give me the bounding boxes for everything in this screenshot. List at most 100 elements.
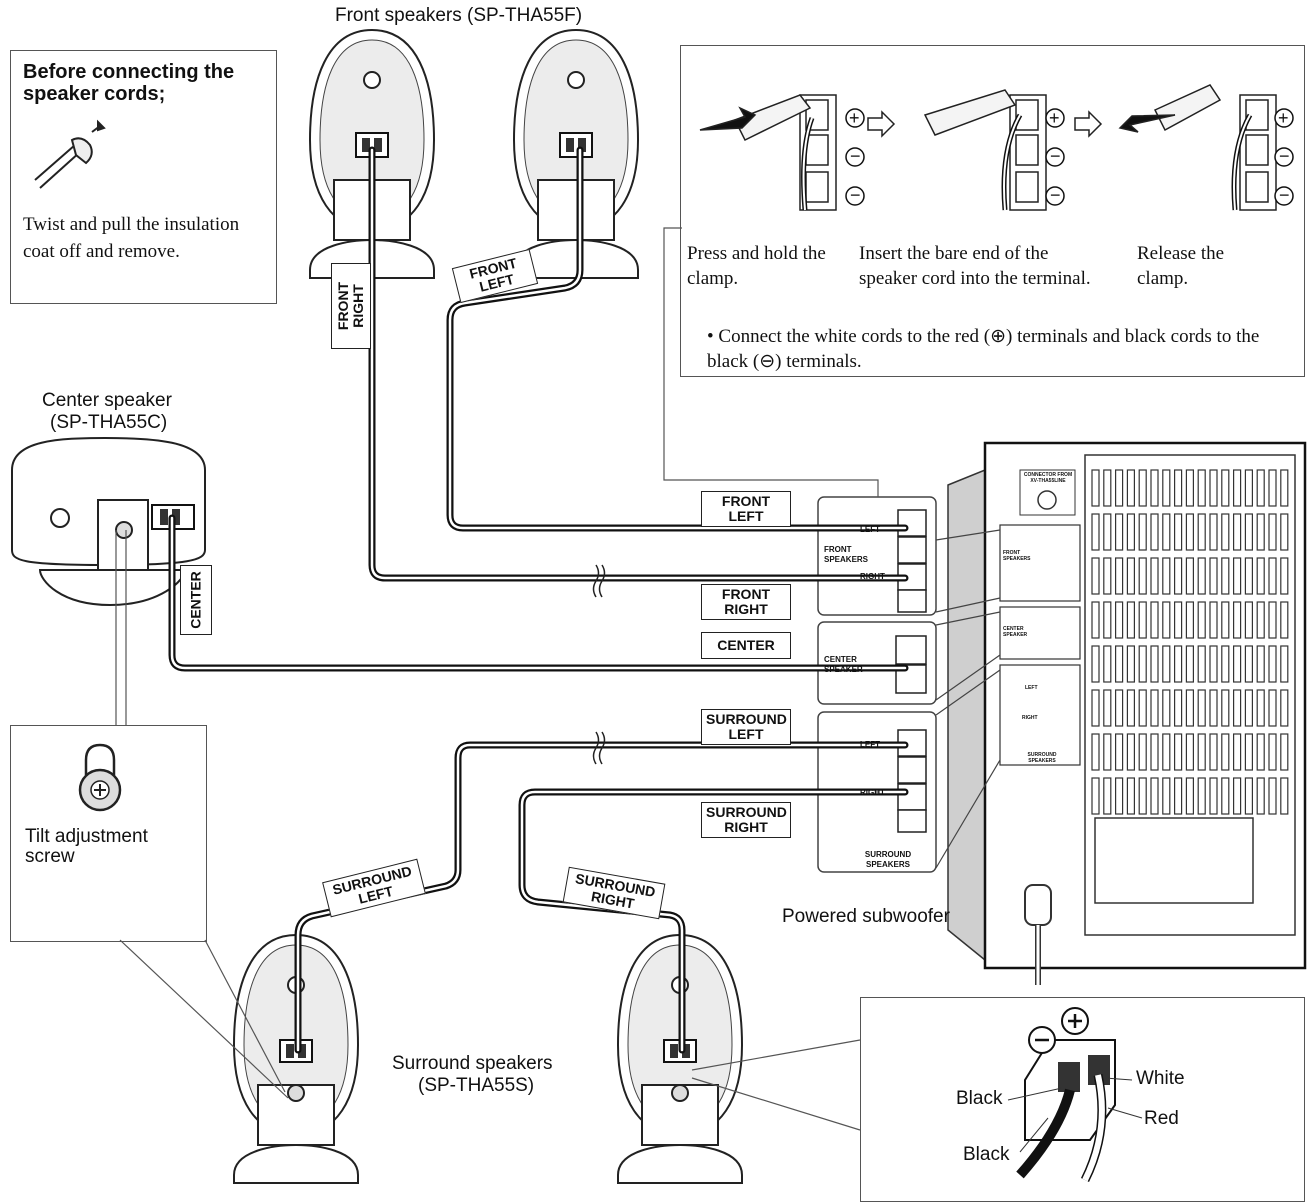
grille-slat	[1209, 689, 1218, 727]
tilt-label-2: screw	[25, 846, 75, 867]
center-speaker-label-2: (SP-THA55C)	[50, 412, 168, 433]
grille-slat	[1114, 777, 1124, 815]
surround-speakers-label-1: Surround speakers	[392, 1053, 553, 1074]
grille-slat	[1268, 513, 1277, 551]
front-right-cord-tag: FRONT RIGHT	[331, 263, 371, 349]
grille-slat	[1138, 733, 1147, 771]
steps-note: • Connect the white cords to the red (⊕)…	[707, 326, 1260, 372]
svg-text:+: +	[1278, 108, 1289, 128]
grille-slat	[1209, 645, 1218, 683]
grille-slat	[1126, 469, 1136, 507]
sub-surround-label: SURROUND SPEAKERS	[1027, 752, 1057, 764]
grille-slat	[1162, 689, 1171, 727]
grille-slat	[1256, 645, 1265, 683]
grille-slat	[1256, 601, 1265, 639]
surround-speakers-label-2: (SP-THA55S)	[418, 1075, 535, 1096]
grille-slat	[1280, 645, 1289, 683]
grille-slat	[1256, 513, 1265, 551]
detail-white: White	[1136, 1068, 1185, 1089]
grille-slat	[1232, 557, 1242, 595]
grille-slat	[1126, 777, 1136, 815]
grille-slat	[1232, 601, 1242, 639]
grille-slat	[1091, 777, 1100, 815]
detail-black-top: Black	[956, 1088, 1003, 1109]
grille-slat	[1221, 777, 1230, 815]
tilt-box: Tilt adjustment screw	[10, 725, 207, 942]
panel-right-label-1: RIGHT	[860, 572, 885, 581]
grille-slat	[1197, 513, 1206, 551]
grille-slat	[1221, 557, 1230, 595]
grille-slat	[1173, 777, 1183, 815]
grille-slat	[1114, 733, 1124, 771]
grille-slat	[1185, 469, 1195, 507]
grille-slat	[1221, 645, 1230, 683]
prep-box-text: Twist and pull the insulation coat off a…	[23, 214, 240, 262]
grille-slat	[1268, 601, 1277, 639]
grille-slat	[1185, 733, 1195, 771]
grille-slat	[1103, 557, 1112, 595]
grille-slat	[1114, 601, 1124, 639]
svg-text:−: −	[1279, 185, 1290, 205]
terminal-detail-box: Black Black White Red	[860, 997, 1305, 1202]
panel-terminals	[895, 509, 927, 833]
sub-center-label: CENTER SPEAKER	[1003, 626, 1028, 638]
grille-slat	[1232, 645, 1242, 683]
svg-text:+: +	[849, 108, 860, 128]
grille-slat	[1114, 689, 1124, 727]
grille-slat	[1150, 733, 1159, 771]
grille-slat	[1126, 733, 1136, 771]
grille-slat	[1268, 557, 1277, 595]
grille-slat	[1209, 557, 1218, 595]
grille-slat	[1256, 689, 1265, 727]
grille-slat	[1268, 469, 1277, 507]
subwoofer-label: Powered subwoofer	[782, 906, 950, 927]
grille-slat	[1114, 513, 1124, 551]
grille-slat	[1280, 557, 1289, 595]
tilt-screw-icon	[78, 743, 122, 812]
grille-slat	[1173, 645, 1183, 683]
grille-slat	[1221, 733, 1230, 771]
grille-slat	[1126, 645, 1136, 683]
grille-slat	[1256, 469, 1265, 507]
grille-slat	[1209, 513, 1218, 551]
panel-surround-right-tag: SURROUND RIGHT	[701, 802, 791, 838]
sub-left-label: LEFT	[1025, 685, 1038, 691]
grille-slat	[1150, 645, 1159, 683]
grille-slat	[1209, 733, 1218, 771]
grille-slat	[1162, 733, 1171, 771]
grille-slat	[1126, 557, 1136, 595]
grille-slat	[1138, 601, 1147, 639]
grille-slat	[1126, 689, 1136, 727]
grille-slat	[1150, 777, 1159, 815]
grille-slat	[1280, 513, 1289, 551]
grille-slat	[1091, 601, 1100, 639]
grille-slat	[1173, 513, 1183, 551]
grille-slat	[1221, 513, 1230, 551]
grille-slat	[1150, 469, 1159, 507]
grille-slat	[1091, 733, 1100, 771]
grille-slat	[1173, 469, 1183, 507]
grille-slat	[1114, 557, 1124, 595]
grille-slat	[1103, 777, 1112, 815]
grille-slat	[1256, 777, 1265, 815]
grille-slat	[1103, 601, 1112, 639]
grille-slat	[1244, 777, 1254, 815]
grille-slat	[1162, 557, 1171, 595]
grille-slat	[1209, 777, 1218, 815]
grille-slat	[1232, 777, 1242, 815]
grille-slat	[1185, 557, 1195, 595]
grille-slat	[1209, 469, 1218, 507]
grille-slat	[1244, 689, 1254, 727]
grille-slat	[1244, 513, 1254, 551]
grille-slat	[1138, 513, 1147, 551]
svg-text:−: −	[1050, 185, 1061, 205]
grille-slat	[1244, 469, 1254, 507]
tilt-label-1: Tilt adjustment	[25, 826, 148, 847]
step-1-text: Press and hold the clamp.	[687, 243, 826, 289]
grille-slat	[1091, 689, 1100, 727]
panel-surround-speakers-label: SURROUND SPEAKERS	[864, 850, 912, 869]
grille-slat	[1162, 645, 1171, 683]
grille-slat	[1185, 645, 1195, 683]
panel-right-label-2: RIGHT	[860, 788, 885, 797]
